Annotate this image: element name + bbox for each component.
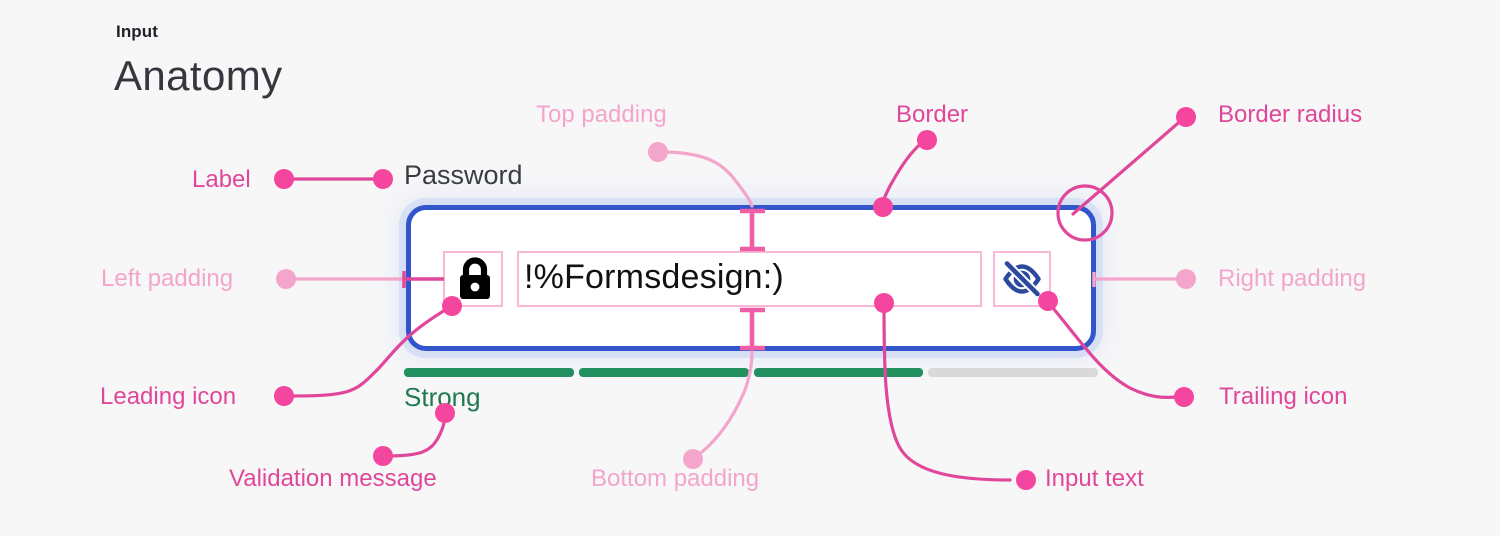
page-kicker: Input — [116, 22, 159, 41]
meter-segment — [404, 368, 574, 377]
annotation-bottom-padding: Bottom padding — [591, 465, 760, 492]
annotation-right-padding: Right padding — [1218, 265, 1367, 292]
input-text-spec-box — [517, 251, 982, 307]
input-text-value: !%Formsdesign:) — [524, 258, 784, 296]
page-title: Anatomy — [114, 52, 283, 99]
annotation-input-text: Input text — [1045, 465, 1144, 492]
validation-message: Strong — [404, 382, 481, 412]
meter-segment — [753, 368, 924, 377]
annotation-border: Border — [896, 101, 969, 128]
annotation-validation-message: Validation message — [229, 465, 437, 492]
meter-segment — [578, 368, 749, 377]
annotation-label: Label — [192, 166, 251, 193]
annotation-border-radius: Border radius — [1218, 101, 1363, 128]
input-label: Password — [404, 160, 523, 190]
password-strength-meter — [404, 368, 1098, 377]
annotation-left-padding: Left padding — [101, 265, 234, 292]
eye-off-icon[interactable] — [1000, 258, 1044, 305]
annotation-trailing-icon: Trailing icon — [1219, 383, 1348, 410]
lock-icon — [454, 256, 496, 307]
annotation-top-padding: Top padding — [536, 101, 667, 128]
meter-segment — [928, 368, 1098, 377]
annotation-leading-icon: Leading icon — [100, 383, 237, 410]
